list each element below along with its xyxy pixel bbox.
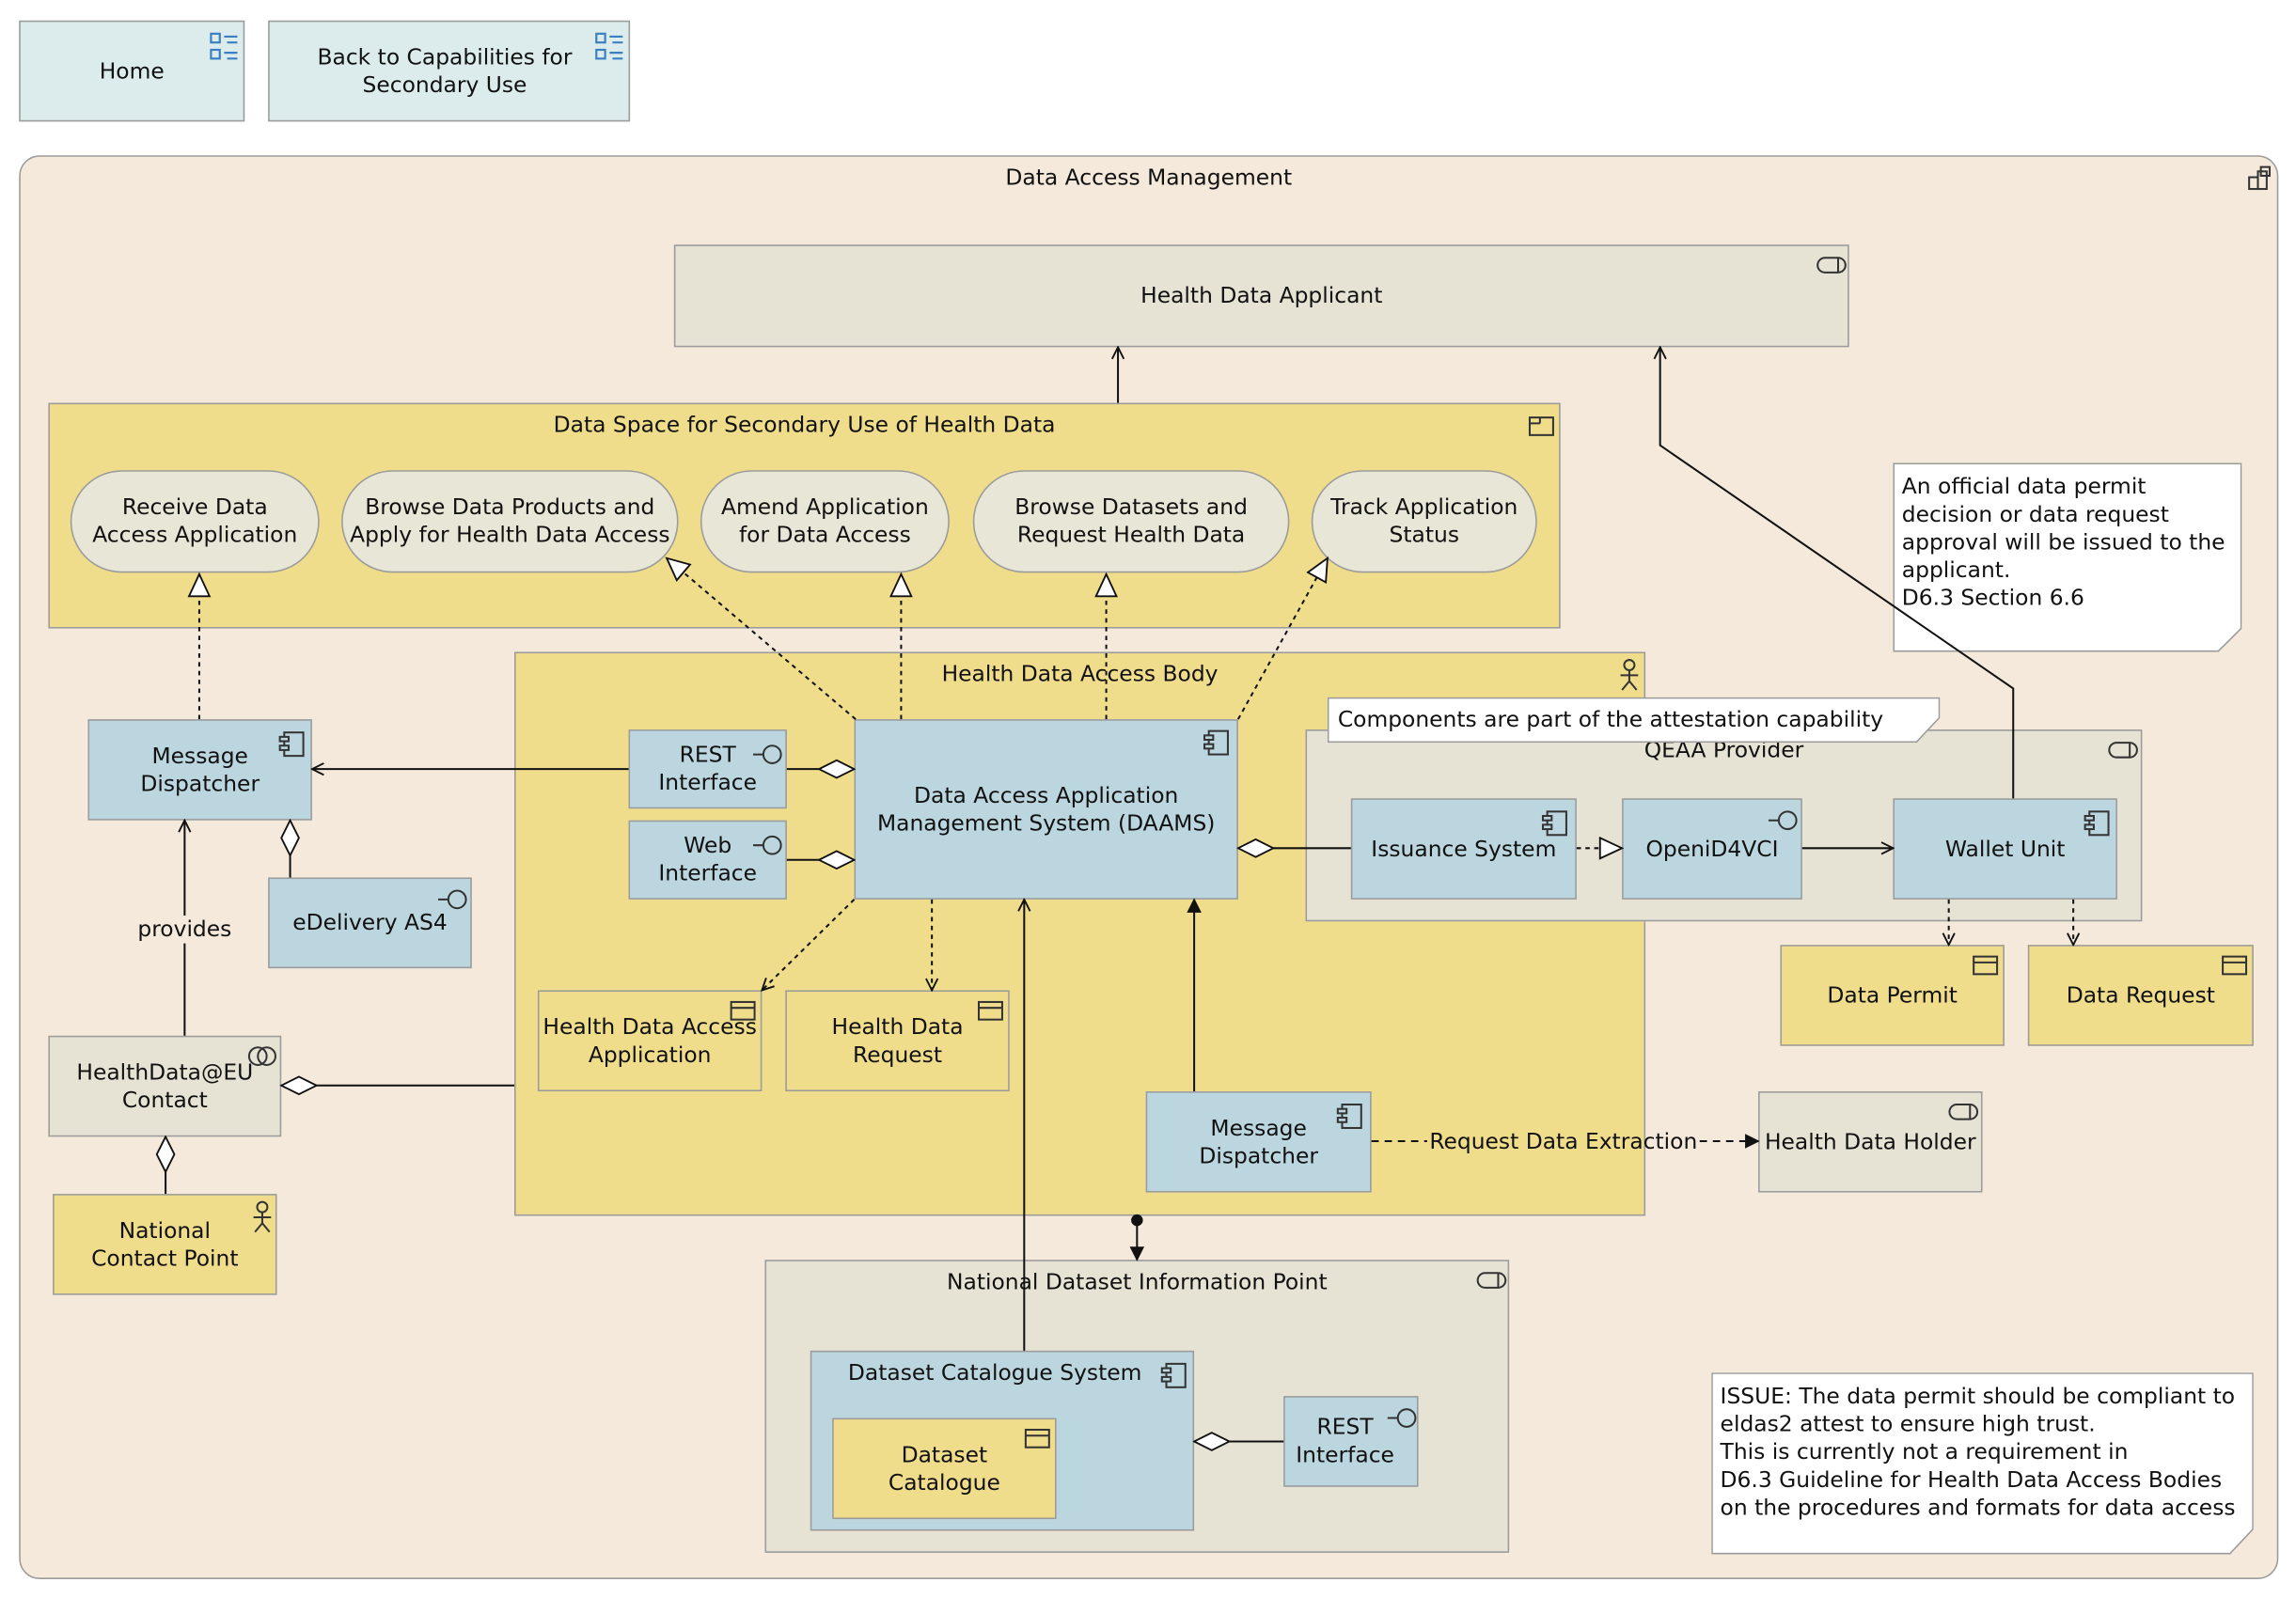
- service-browse-datasets[interactable]: Browse Datasets and Request Health Data: [972, 470, 1290, 573]
- actor-icon: [253, 1200, 272, 1233]
- view-reference-icon: [595, 32, 623, 60]
- service-receive-data-access-application[interactable]: Receive Data Access Application: [70, 470, 320, 573]
- interface-icon: [437, 889, 467, 910]
- service-browse-data-products[interactable]: Browse Data Products and Apply for Healt…: [341, 470, 679, 573]
- data-object-icon: [1973, 955, 1999, 976]
- service-label: Amend Application for Data Access: [720, 494, 929, 548]
- data-object-label: Data Permit: [1827, 981, 1958, 1009]
- component-icon: [278, 731, 305, 758]
- dataset-catalogue-object[interactable]: Dataset Catalogue: [832, 1418, 1057, 1520]
- data-object-label: Health Data Access Application: [543, 1012, 757, 1068]
- hdab-message-dispatcher[interactable]: Message Dispatcher: [1145, 1091, 1372, 1193]
- issuance-system[interactable]: Issuance System: [1350, 798, 1577, 900]
- component-label: Message Dispatcher: [1199, 1114, 1318, 1168]
- data-object-label: Data Request: [2066, 981, 2215, 1009]
- node-label: Health Data Holder: [1764, 1127, 1976, 1155]
- component-icon: [1160, 1362, 1187, 1388]
- data-object-label: Dataset Catalogue: [888, 1440, 1000, 1496]
- back-to-capabilities-button[interactable]: Back to Capabilities for Secondary Use: [268, 20, 631, 122]
- issue-note-text: ISSUE: The data permit should be complia…: [1720, 1383, 2236, 1521]
- daams-label: Data Access Application Management Syste…: [876, 781, 1216, 837]
- data-object-icon: [1024, 1428, 1050, 1449]
- data-permit-object[interactable]: Data Permit: [1780, 945, 2005, 1046]
- hdab-rest-interface[interactable]: REST Interface: [628, 729, 787, 809]
- healthdata-eu-contact[interactable]: HealthData@EU Contact: [48, 1035, 282, 1137]
- request-data-extraction-label: Request Data Extraction: [1429, 1127, 1698, 1155]
- interface-label: REST Interface: [658, 741, 758, 796]
- service-track-application-status[interactable]: Track Application Status: [1311, 470, 1537, 573]
- daams-component[interactable]: Data Access Application Management Syste…: [854, 719, 1238, 900]
- data-object-icon: [2222, 955, 2248, 976]
- service-label: Browse Data Products and Apply for Healt…: [350, 494, 670, 548]
- component-icon: [1541, 810, 1567, 837]
- actor-icon: [1620, 659, 1639, 691]
- hdab-web-interface[interactable]: Web Interface: [628, 820, 787, 900]
- home-button-label: Home: [99, 56, 165, 84]
- collaboration-label: HealthData@EU Contact: [76, 1058, 254, 1113]
- data-object-icon: [977, 1000, 1003, 1021]
- data-object-label: Health Data Request: [831, 1012, 964, 1068]
- component-icon: [2084, 810, 2110, 837]
- interface-label: eDelivery AS4: [292, 908, 448, 936]
- health-data-request-object[interactable]: Health Data Request: [785, 990, 1010, 1092]
- interface-icon: [1387, 1408, 1417, 1428]
- service-label: Receive Data Access Application: [92, 494, 298, 548]
- node-icon: [1948, 1104, 1979, 1120]
- home-button[interactable]: Home: [19, 20, 245, 122]
- component-label: Wallet Unit: [1944, 835, 2066, 862]
- ndip-rest-interface[interactable]: REST Interface: [1283, 1396, 1419, 1487]
- node-icon: [1476, 1272, 1507, 1289]
- attestation-note-text: Components are part of the attestation c…: [1337, 706, 1884, 733]
- view-reference-icon: [210, 32, 238, 60]
- edelivery-as4-interface[interactable]: eDelivery AS4: [268, 877, 472, 969]
- left-message-dispatcher[interactable]: Message Dispatcher: [87, 719, 312, 821]
- component-label: Issuance System: [1371, 835, 1557, 862]
- service-label: Browse Datasets and Request Health Data: [1014, 494, 1248, 548]
- interface-label: Web Interface: [658, 832, 758, 886]
- provides-label: provides: [126, 916, 244, 944]
- component-icon: [1336, 1104, 1362, 1129]
- interface-label: REST Interface: [1296, 1413, 1394, 1468]
- data-request-object[interactable]: Data Request: [2027, 945, 2254, 1046]
- grouping-icon: [1528, 416, 1554, 436]
- interface-icon: [753, 744, 782, 764]
- national-contact-point[interactable]: National Contact Point: [53, 1194, 277, 1295]
- container-title: Data Access Management: [1005, 164, 1293, 191]
- ndip-title: National Dataset Information Point: [947, 1268, 1328, 1295]
- dataset-catalogue-system-label: Dataset Catalogue System: [847, 1359, 1142, 1386]
- data-object-icon: [730, 1000, 756, 1021]
- permit-note-text: An official data permit decision or data…: [1901, 473, 2225, 611]
- node-icon: [2108, 742, 2138, 759]
- health-data-applicant-label: Health Data Applicant: [1140, 281, 1383, 309]
- collaboration-icon: [247, 1046, 276, 1066]
- openid4vci-interface[interactable]: OpeniD4VCI: [1622, 798, 1802, 900]
- wallet-unit[interactable]: Wallet Unit: [1893, 798, 2117, 900]
- health-data-holder-node[interactable]: Health Data Holder: [1758, 1091, 1983, 1193]
- interface-icon: [753, 835, 782, 855]
- back-to-capabilities-label: Back to Capabilities for Secondary Use: [317, 42, 573, 98]
- actor-label: National Contact Point: [91, 1216, 239, 1271]
- issue-note-shape: [1711, 1372, 2254, 1555]
- service-amend-application[interactable]: Amend Application for Data Access: [700, 470, 950, 573]
- health-data-access-application-object[interactable]: Health Data Access Application: [537, 990, 763, 1092]
- node-icon: [1816, 257, 1847, 274]
- component-label: Message Dispatcher: [140, 742, 260, 796]
- interface-label: OpeniD4VCI: [1645, 835, 1779, 862]
- data-space-title: Data Space for Secondary Use of Health D…: [553, 411, 1056, 438]
- service-label: Track Application Status: [1330, 494, 1518, 548]
- health-data-applicant[interactable]: Health Data Applicant: [673, 244, 1849, 348]
- container-icon: [2248, 165, 2271, 191]
- component-icon: [1203, 729, 1229, 756]
- hdab-title: Health Data Access Body: [941, 660, 1219, 687]
- interface-icon: [1768, 810, 1798, 831]
